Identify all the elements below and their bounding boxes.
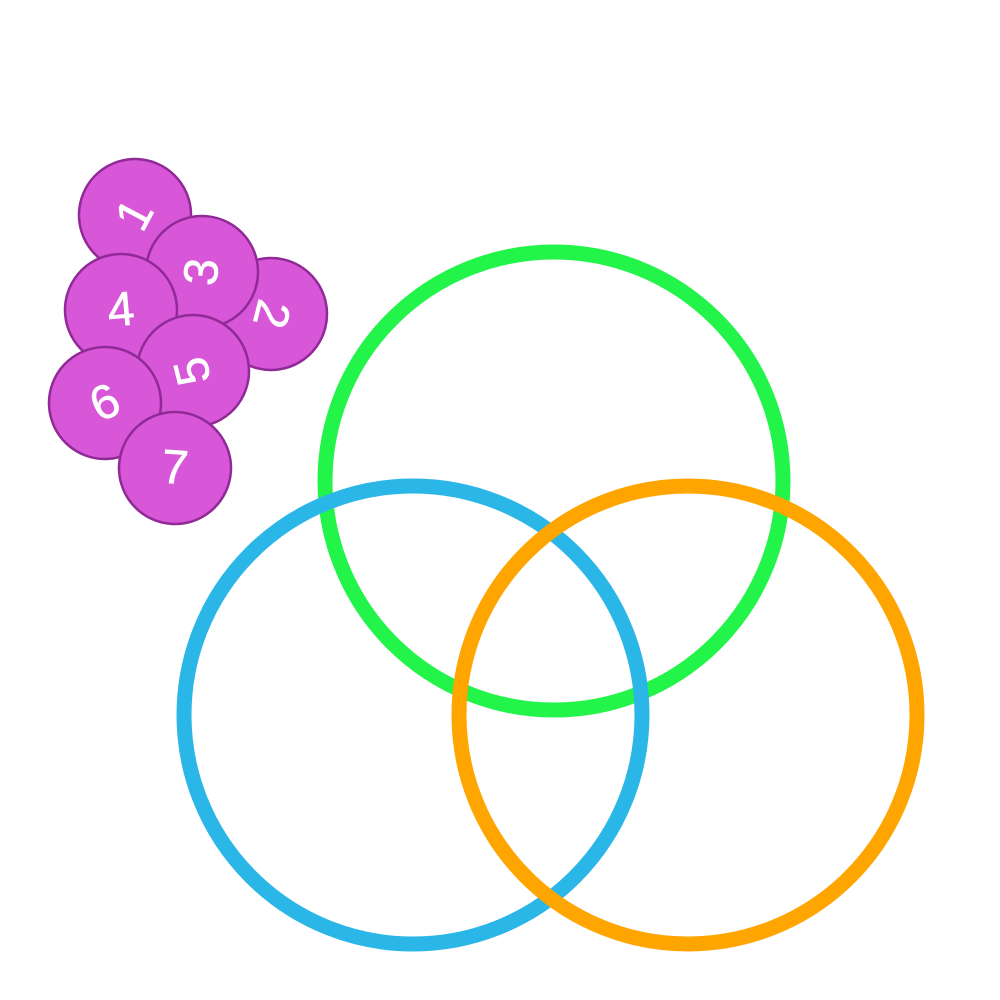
ring-orange (451, 478, 925, 952)
number-tokens: 1 2 3 4 5 6 7 (47, 157, 329, 528)
rings-layer (176, 244, 925, 952)
token-label[interactable]: 3 (174, 256, 230, 289)
token-label[interactable]: 7 (160, 440, 191, 496)
token-label[interactable]: 4 (105, 282, 137, 338)
number-token-7[interactable]: 7 (115, 408, 235, 528)
number-token-5[interactable]: 5 (125, 303, 261, 439)
token-disc[interactable] (115, 408, 235, 528)
ring-green (317, 244, 791, 718)
ring-blue (176, 478, 650, 952)
